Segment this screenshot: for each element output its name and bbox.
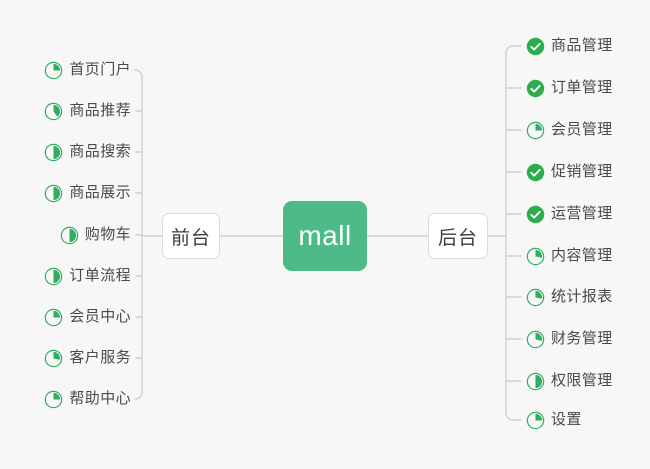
leaf-item-label: 商品管理 (551, 37, 613, 54)
leaf-item[interactable]: 帮助中心 (44, 386, 131, 412)
leaf-item[interactable]: 会员管理 (526, 117, 613, 143)
branch-node-back[interactable]: 后台 (428, 213, 488, 259)
leaf-item[interactable]: 统计报表 (526, 284, 613, 310)
leaf-item[interactable]: 设置 (526, 407, 582, 433)
leaf-item-label: 统计报表 (551, 288, 613, 305)
leaf-item-label: 财务管理 (551, 330, 613, 347)
pie-progress-icon (45, 61, 63, 79)
leaf-item[interactable]: 商品搜索 (44, 139, 131, 165)
leaf-item[interactable]: 首页门户 (44, 57, 131, 83)
leaf-item-label: 客户服务 (69, 349, 131, 366)
pie-progress-icon (526, 330, 545, 348)
leaf-item-label: 订单管理 (551, 79, 613, 96)
pie-progress-icon (45, 267, 63, 285)
check-circle-icon (526, 205, 545, 223)
leaf-item-label: 设置 (551, 411, 582, 428)
branch-node-front[interactable]: 前台 (162, 213, 220, 259)
leaf-item-label: 会员管理 (551, 121, 613, 138)
pie-progress-icon (45, 143, 63, 161)
pie-progress-icon (526, 372, 545, 390)
pie-progress-icon (45, 390, 63, 408)
leaf-item-label: 运营管理 (551, 205, 613, 222)
pie-progress-icon (45, 184, 63, 202)
leaf-item-label: 促销管理 (551, 163, 613, 180)
pie-progress-icon (45, 349, 63, 367)
pie-progress-icon (526, 411, 545, 429)
root-node[interactable]: mall (283, 201, 367, 271)
leaf-item-label: 内容管理 (551, 247, 613, 264)
pie-progress-icon (526, 247, 545, 265)
leaf-item[interactable]: 订单流程 (44, 263, 131, 289)
branch-node-front-label: 前台 (170, 227, 211, 249)
branch-node-back-label: 后台 (437, 227, 478, 249)
leaf-item-label: 商品推荐 (69, 102, 131, 119)
leaf-item[interactable]: 客户服务 (44, 345, 131, 371)
check-circle-icon (526, 163, 545, 181)
pie-progress-icon (526, 121, 545, 139)
root-node-label: mall (298, 220, 352, 251)
leaf-item-label: 帮助中心 (69, 390, 131, 407)
leaf-item[interactable]: 购物车 (60, 222, 131, 248)
leaf-item[interactable]: 商品管理 (526, 33, 613, 59)
leaf-item[interactable]: 内容管理 (526, 243, 613, 269)
leaf-item[interactable]: 运营管理 (526, 201, 613, 227)
leaf-item-label: 商品展示 (69, 184, 131, 201)
check-circle-icon (526, 79, 545, 97)
leaf-item-label: 权限管理 (551, 372, 613, 389)
leaf-item[interactable]: 商品推荐 (44, 98, 131, 124)
leaf-item[interactable]: 会员中心 (44, 304, 131, 330)
leaf-item-label: 会员中心 (69, 308, 131, 325)
leaf-item-label: 购物车 (84, 226, 131, 243)
pie-progress-icon (45, 308, 63, 326)
leaf-item-label: 首页门户 (69, 61, 131, 78)
leaf-item[interactable]: 权限管理 (526, 368, 613, 394)
leaf-item-label: 商品搜索 (69, 143, 131, 160)
leaf-item[interactable]: 商品展示 (44, 180, 131, 206)
leaf-item[interactable]: 促销管理 (526, 159, 613, 185)
pie-progress-icon (45, 102, 63, 120)
leaf-item[interactable]: 财务管理 (526, 326, 613, 352)
leaf-item[interactable]: 订单管理 (526, 75, 613, 101)
pie-progress-icon (526, 288, 545, 306)
check-circle-icon (526, 37, 545, 55)
pie-progress-icon (60, 226, 79, 244)
leaf-item-label: 订单流程 (69, 267, 131, 284)
